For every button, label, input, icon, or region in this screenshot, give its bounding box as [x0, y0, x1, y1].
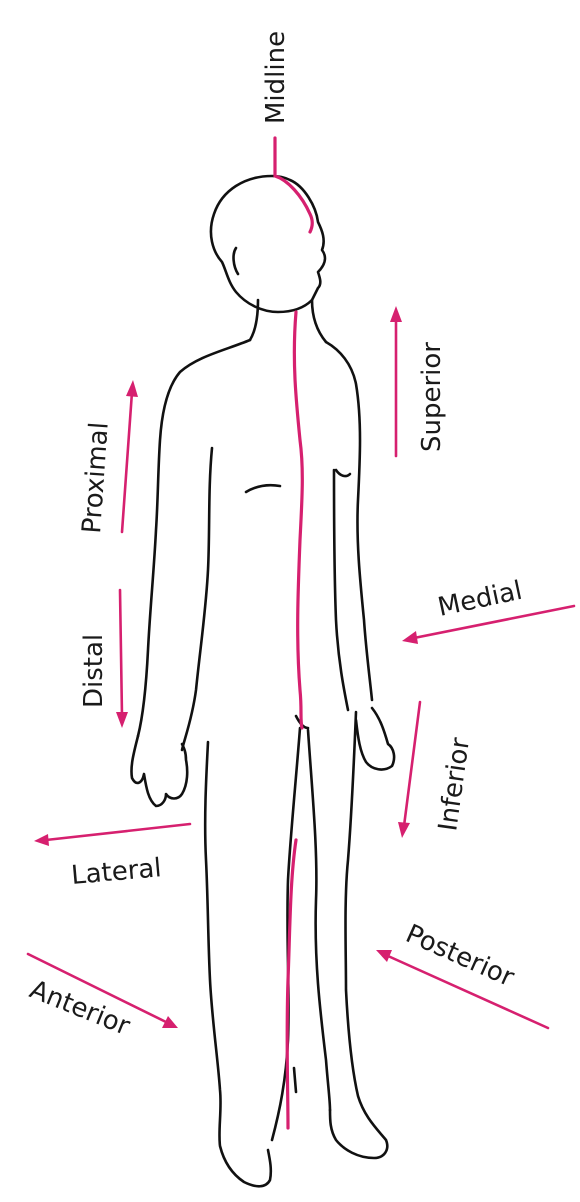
superior-arrow-head — [390, 306, 402, 322]
superior-indicator: Superior — [390, 306, 447, 456]
lateral-arrow-head — [34, 834, 49, 846]
proximal-arrow-shaft — [122, 392, 132, 532]
distal-arrow-shaft — [120, 590, 122, 716]
posterior-indicator: Posterior — [376, 919, 548, 1028]
superior-label: Superior — [417, 342, 447, 452]
proximal-arrow-head — [126, 380, 138, 397]
right-inner-arm — [334, 470, 348, 710]
lateral-indicator: Lateral — [34, 824, 190, 891]
head-outline — [211, 176, 325, 312]
left-leg-outer — [205, 742, 271, 1186]
neck-outline — [250, 300, 326, 342]
chest-line — [246, 485, 280, 492]
medial-indicator: Medial — [402, 576, 574, 644]
chest-line-right — [336, 470, 350, 476]
ear-outline — [234, 248, 238, 274]
lateral-arrow-shaft — [46, 824, 190, 840]
distal-label: Distal — [79, 634, 109, 708]
anterior-label: Anterior — [25, 975, 134, 1042]
human-figure — [131, 176, 394, 1186]
inferior-label: Inferior — [433, 736, 476, 833]
proximal-label: Proximal — [77, 421, 115, 534]
right-leg-inner — [308, 730, 330, 1110]
inferior-indicator: Inferior — [398, 702, 476, 838]
distal-arrow-head — [116, 712, 128, 728]
anterior-indicator: Anterior — [25, 954, 178, 1042]
medial-label: Medial — [435, 576, 525, 623]
inferior-arrow-head — [398, 822, 410, 838]
midline-group: Midline — [261, 31, 312, 1128]
lateral-label: Lateral — [70, 853, 163, 891]
right-leg-outer — [330, 712, 387, 1158]
distal-indicator: Distal — [79, 590, 128, 728]
posterior-label: Posterior — [401, 919, 518, 993]
left-inner-arm — [182, 448, 212, 750]
inferior-arrow-shaft — [404, 702, 420, 826]
midline-line — [275, 138, 312, 1128]
right-hand — [356, 708, 394, 769]
torso-outline — [138, 340, 250, 736]
midline-label: Midline — [261, 31, 291, 124]
medial-arrow-head — [402, 631, 418, 644]
knee-mark — [294, 1068, 296, 1092]
left-hand — [131, 736, 187, 806]
proximal-indicator: Proximal — [77, 380, 138, 534]
